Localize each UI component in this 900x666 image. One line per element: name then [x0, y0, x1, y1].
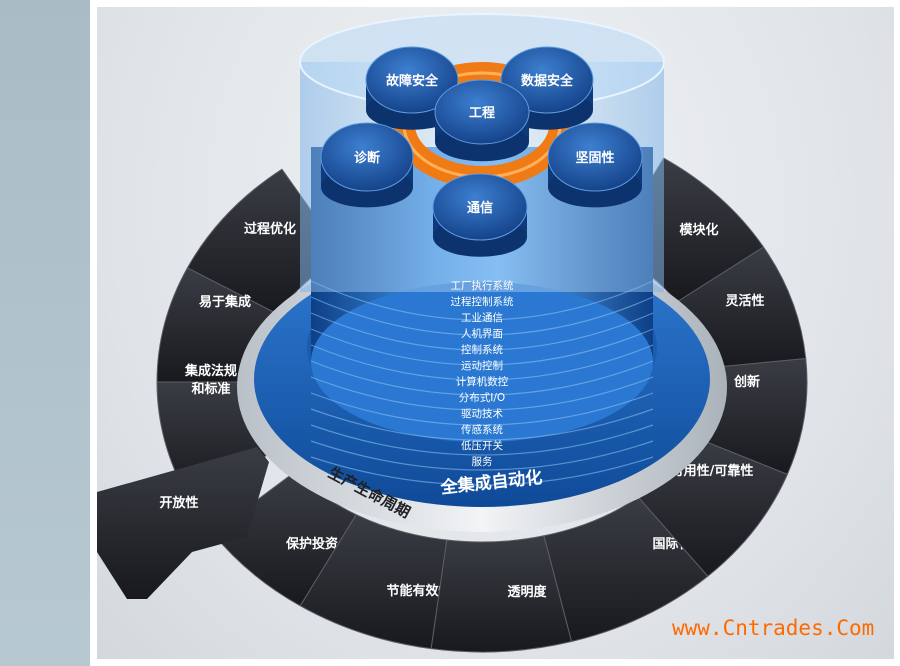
top-disk-label: 故障安全 [386, 73, 439, 89]
layer-label: 低压开关 [461, 439, 503, 452]
layer-label: 服务 [472, 455, 493, 468]
layer-label: 驱动技术 [461, 407, 503, 420]
top-disk-label: 坚固性 [575, 150, 614, 166]
ring-segment-label: 节能有效性 [386, 583, 451, 599]
layer-label: 过程控制系统 [451, 295, 514, 308]
layer-label: 传感系统 [461, 423, 503, 436]
layer-label: 运动控制 [461, 359, 503, 372]
ring-segment [543, 496, 709, 643]
ring-segment [299, 514, 448, 650]
ring-segment-label: 易于集成 [199, 294, 251, 310]
layer-separators [310, 280, 654, 486]
layer-label: 控制系统 [461, 343, 503, 356]
top-disk: 诊断 [320, 122, 414, 208]
top-disk: 工程 [434, 79, 530, 162]
ring-segment-label: 保护投资 [285, 536, 338, 552]
layer-label: 分布式I/O [459, 391, 505, 404]
ring-segment-label: 可用性/可靠性 [671, 463, 754, 479]
layer-label: 工业通信 [461, 312, 503, 324]
layer-separator [310, 376, 654, 411]
ring-segment [430, 535, 573, 653]
layer-label: 工厂执行系统 [451, 279, 514, 292]
top-disk: 坚固性 [547, 122, 643, 208]
layer-separator [310, 360, 654, 396]
top-disk-label: 工程 [469, 106, 495, 121]
layer-separator [310, 328, 654, 366]
layer-separator [310, 280, 654, 321]
layer-separator [310, 344, 654, 381]
detached-segment-label: 开放性 [159, 495, 198, 511]
ring-segment-label: 集成法规和标准 [184, 363, 237, 397]
layer-separator [310, 456, 654, 486]
layer-label: 计算机数控 [456, 375, 509, 388]
top-disk-label: 数据安全 [521, 73, 574, 89]
detached-segment [97, 447, 269, 599]
tia-diagram: 过程优化易于集成集成法规和标准保护投资节能有效性透明度国际化可用性/可靠性创新灵… [97, 13, 808, 653]
layer-separator [310, 440, 654, 471]
layer-separator [310, 408, 654, 441]
ring-segment-label: 模块化 [679, 222, 718, 238]
layer-separator [310, 296, 654, 336]
diagram-canvas: 过程优化易于集成集成法规和标准保护投资节能有效性透明度国际化可用性/可靠性创新灵… [97, 7, 894, 659]
ring-segment-label: 过程优化 [244, 221, 296, 237]
layer-separator [310, 424, 654, 456]
top-disk: 通信 [432, 173, 528, 257]
ring-segment-label: 灵活性 [725, 293, 764, 309]
ring-segment-label: 透明度 [507, 584, 547, 600]
layer-separator [310, 392, 654, 426]
ring-segment-label: 创新 [733, 374, 760, 390]
layer-label: 人机界面 [461, 327, 503, 340]
top-disk-label: 诊断 [354, 150, 380, 166]
watermark-text: www.Cntrades.Com [672, 616, 875, 640]
left-side-bar [0, 0, 90, 666]
top-disk-label: 通信 [467, 200, 493, 216]
layer-separator [310, 312, 654, 351]
